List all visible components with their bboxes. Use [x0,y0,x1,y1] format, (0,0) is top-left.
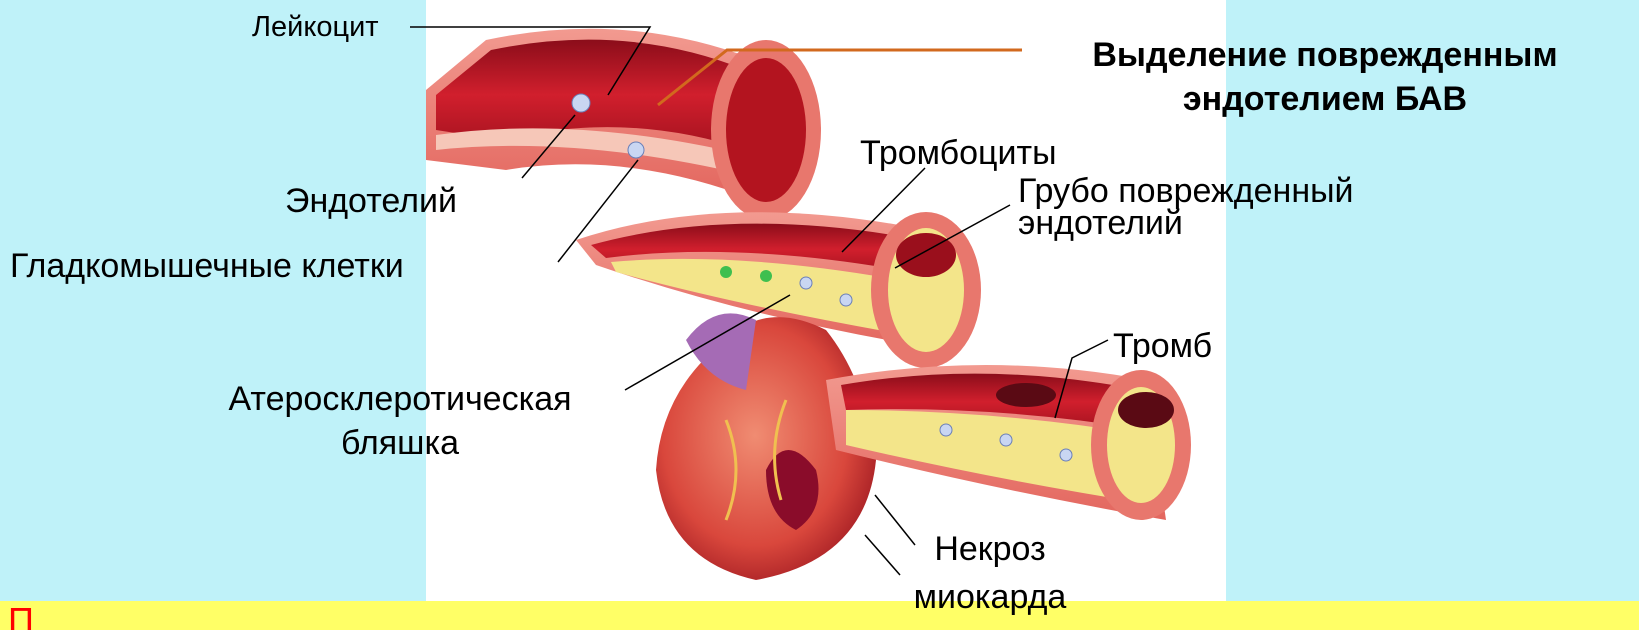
damaged-endothelium-leader [895,205,1010,268]
necrosis-leader-2 [865,535,900,575]
smooth-muscle-leader [558,160,638,262]
plaque-leader [625,295,790,390]
label-damaged-line1: Грубо поврежденный [1018,175,1354,207]
label-damaged-endothelium: Грубо поврежденный эндотелий [1018,175,1354,239]
label-necrosis-line2: миокарда [900,573,1080,621]
endothelium-leader [522,115,575,178]
label-necrosis-line1: Некроз [900,525,1080,573]
label-bav: Выделение поврежденным эндотелием БАВ [1030,33,1620,121]
caption-strip: П [0,601,1639,630]
label-smooth-muscle: Гладкомышечные клетки [10,248,404,284]
label-plaque-line1: Атеросклеротическая [185,377,615,421]
label-bav-line2: эндотелием БАВ [1030,77,1620,121]
label-platelets: Тромбоциты [860,135,1057,171]
label-necrosis: Некроз миокарда [900,525,1080,621]
label-plaque-line2: бляшка [185,421,615,465]
leukocyte-leader [410,27,650,95]
label-plaque: Атеросклеротическая бляшка [185,377,615,465]
label-endothelium: Эндотелий [285,183,457,219]
thrombus-leader [1055,340,1108,418]
caption-text: П [8,603,34,630]
label-damaged-line2: эндотелий [1018,207,1354,239]
label-bav-line1: Выделение поврежденным [1030,33,1620,77]
label-leukocyte: Лейкоцит [252,12,379,42]
label-thrombus: Тромб [1113,328,1212,364]
bav-leader [658,50,1022,105]
platelets-leader [842,168,925,252]
